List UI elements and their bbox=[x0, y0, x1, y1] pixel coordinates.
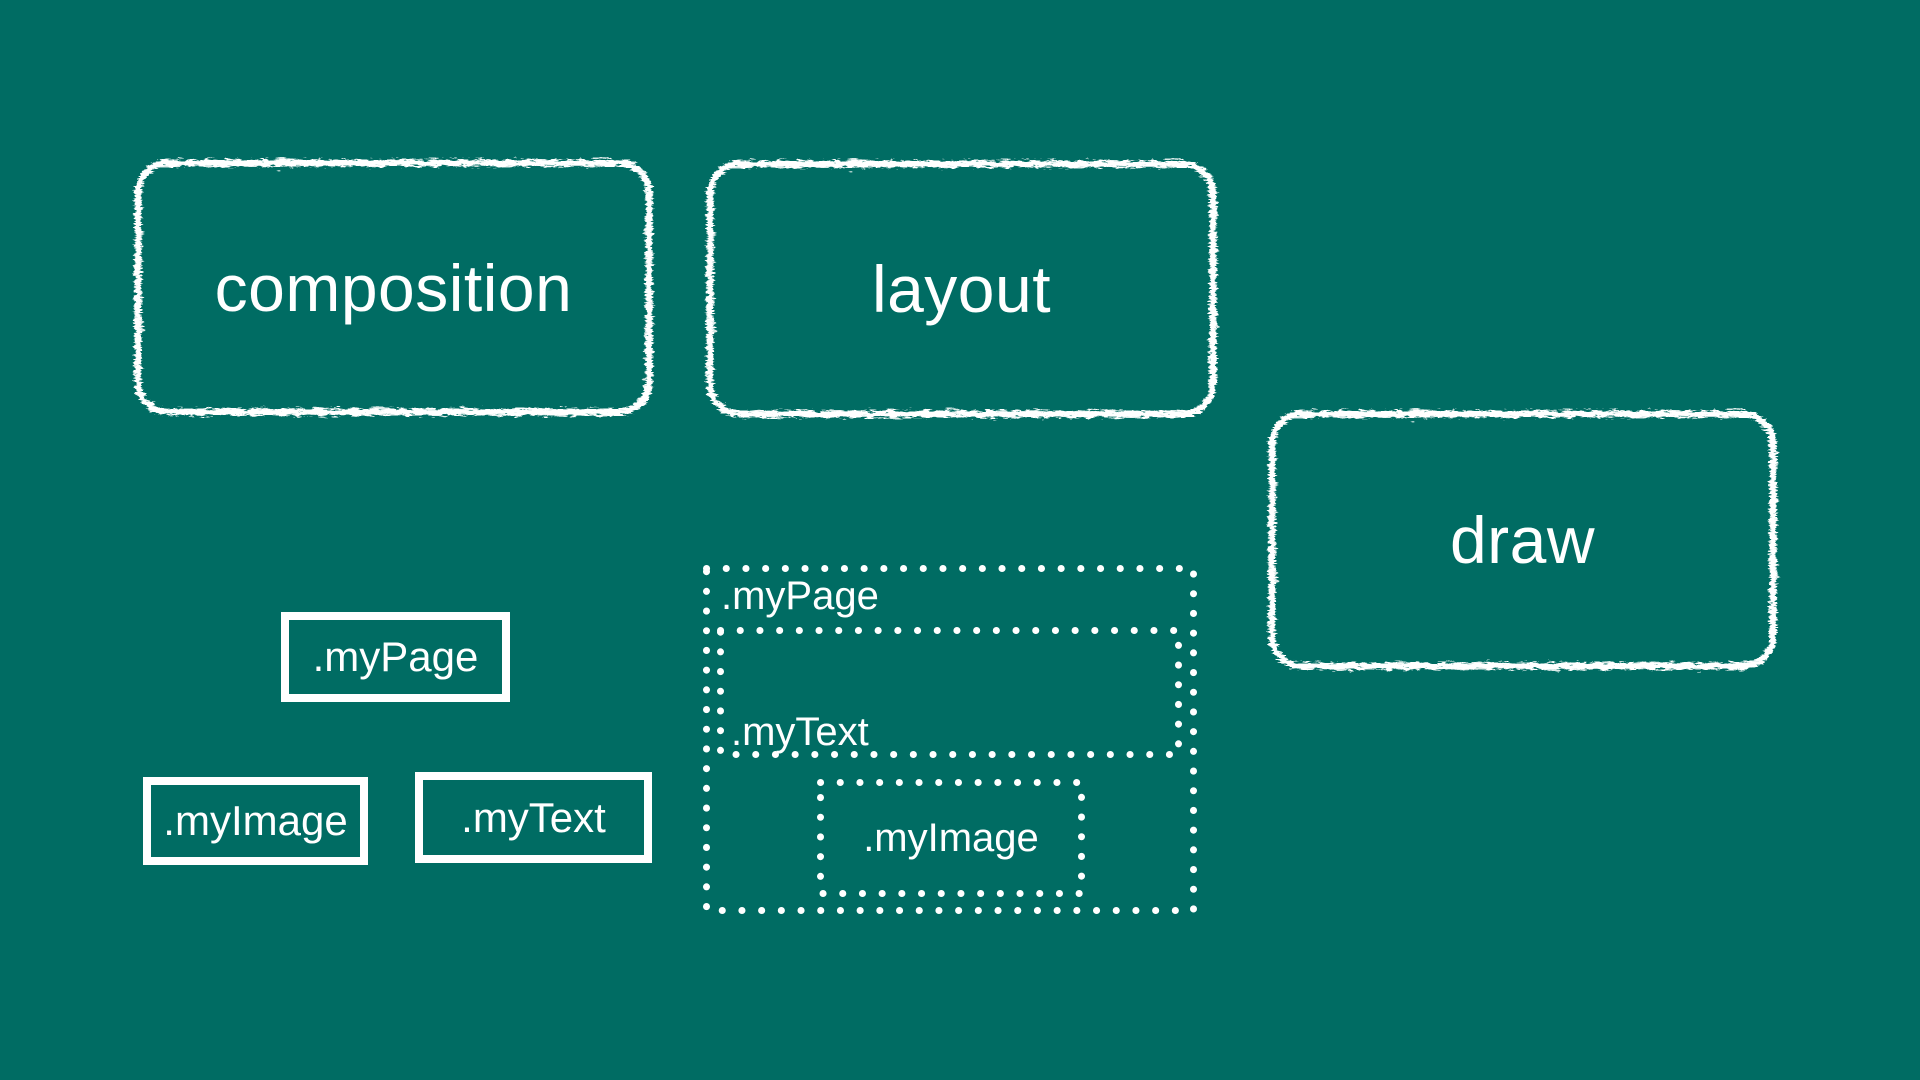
chalk-border bbox=[1268, 410, 1777, 670]
phase-box-layout: layout bbox=[704, 158, 1219, 420]
phase-box-draw: draw bbox=[1266, 408, 1779, 672]
chalk-border bbox=[706, 160, 1217, 418]
phase-label-composition: composition bbox=[214, 250, 573, 325]
view-tree-page-label: .myPage bbox=[721, 574, 879, 618]
view-tree-image-frame: .myImage bbox=[817, 779, 1085, 897]
view-tree-image-label: .myImage bbox=[863, 815, 1039, 860]
view-tree-text-label: .myText bbox=[731, 710, 869, 754]
modifier-chip-mypage: .myPage bbox=[281, 612, 510, 702]
dotted-border-image bbox=[817, 779, 1085, 897]
phase-box-composition: composition bbox=[132, 157, 655, 418]
chalk-border bbox=[134, 159, 653, 416]
view-tree-text-frame: .myText bbox=[717, 627, 1182, 758]
modifier-chip-myimage-label: .myImage bbox=[163, 797, 348, 844]
modifier-chip-mypage-label: .myPage bbox=[312, 633, 479, 680]
view-tree-page-frame: .myPage .myText .myImage bbox=[703, 565, 1197, 914]
dotted-border-text bbox=[717, 627, 1182, 758]
modifier-chip-myimage: .myImage bbox=[143, 777, 368, 865]
modifier-chip-mytext-label: .myText bbox=[461, 793, 606, 841]
modifier-chip-mytext: .myText bbox=[415, 772, 652, 863]
phase-label-draw: draw bbox=[1449, 503, 1596, 577]
phase-label-layout: layout bbox=[871, 252, 1052, 326]
